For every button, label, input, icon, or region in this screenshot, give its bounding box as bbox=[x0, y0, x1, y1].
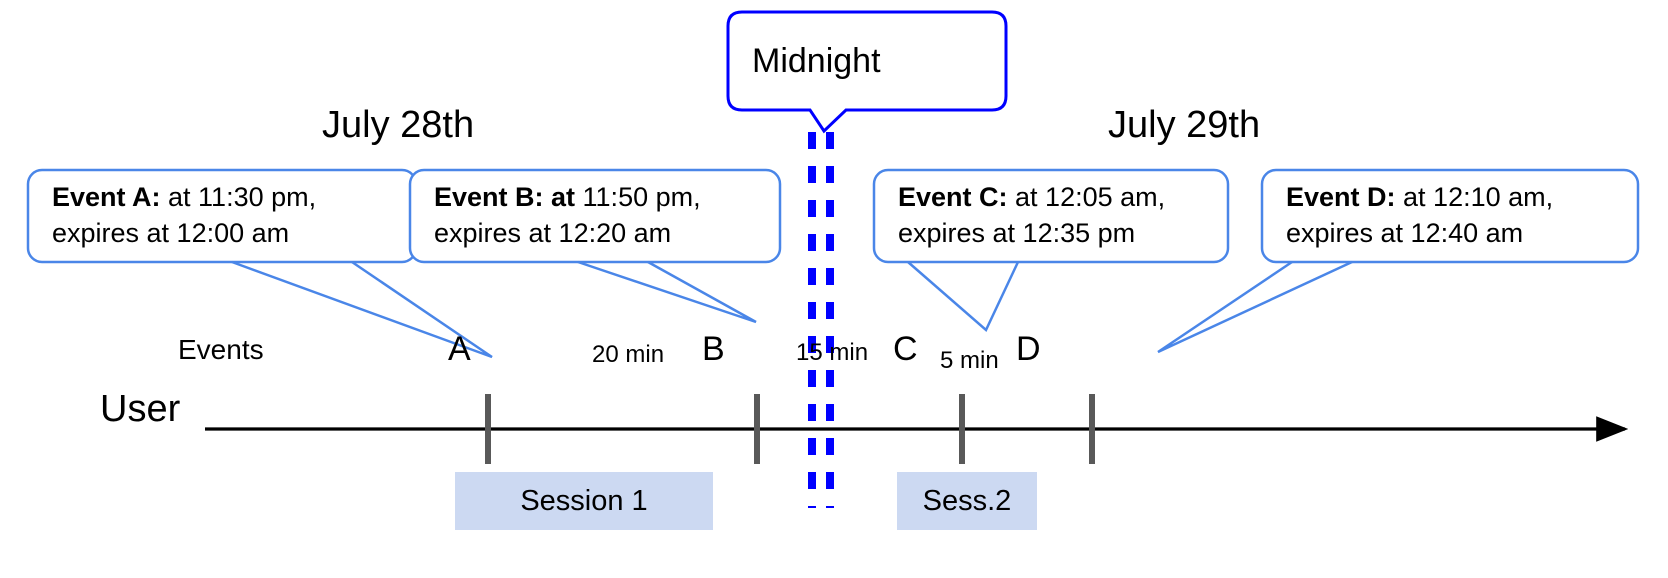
event-b-callout-text: Event B: at 11:50 pm, expires at 12:20 a… bbox=[434, 180, 701, 251]
session-1-label: Session 1 bbox=[520, 484, 648, 517]
event-c-bold-label: Event C: bbox=[898, 182, 1008, 212]
event-d-leader-line bbox=[1157, 260, 1353, 354]
event-d-line1-rest: at 12:10 am, bbox=[1395, 182, 1554, 212]
event-b-line1-rest: 11:50 pm, bbox=[575, 182, 701, 212]
midnight-callout-shape bbox=[726, 10, 1008, 134]
event-a-line1-rest: at 11:30 pm, bbox=[160, 182, 317, 212]
event-b-bold-label: Event B: at bbox=[434, 182, 576, 212]
event-b-line2: expires at 12:20 am bbox=[434, 217, 672, 248]
session-2-label: Sess.2 bbox=[922, 484, 1012, 517]
event-a-callout-text: Event A: at 11:30 pm, expires at 12:00 a… bbox=[52, 180, 316, 251]
interval-label-a-b: 20 min bbox=[592, 341, 665, 368]
event-a-leader-line bbox=[231, 260, 493, 359]
user-row-label: User bbox=[100, 388, 181, 430]
event-d-callout-text: Event D: at 12:10 am, expires at 12:40 a… bbox=[1286, 180, 1553, 251]
date-label-july-28: July 28th bbox=[322, 104, 475, 146]
event-b-callout-shape bbox=[408, 168, 782, 264]
tick-label-b: B bbox=[702, 330, 725, 368]
event-c-leader-line bbox=[907, 261, 1020, 333]
event-c-line1-rest: at 12:05 am, bbox=[1007, 182, 1166, 212]
tick-label-d: D bbox=[1016, 330, 1041, 368]
interval-label-c-d: 5 min bbox=[940, 347, 999, 374]
interval-label-b-c: 15 min bbox=[796, 339, 869, 366]
date-label-july-29: July 29th bbox=[1108, 104, 1261, 146]
event-d-line2: expires at 12:40 am bbox=[1286, 217, 1524, 248]
midnight-label: Midnight bbox=[752, 42, 881, 80]
event-b-leader-line bbox=[577, 260, 757, 324]
event-d-bold-label: Event D: bbox=[1286, 182, 1396, 212]
event-c-callout-text: Event C: at 12:05 am, expires at 12:35 p… bbox=[898, 180, 1165, 251]
session-box-1: Session 1 bbox=[455, 472, 713, 530]
event-a-line2: expires at 12:00 am bbox=[52, 217, 290, 248]
event-c-line2: expires at 12:35 pm bbox=[898, 217, 1136, 248]
event-c-callout-shape bbox=[872, 168, 1230, 264]
event-a-bold-label: Event A: bbox=[52, 182, 161, 212]
tick-label-c: C bbox=[893, 330, 918, 368]
events-row-label: Events bbox=[178, 334, 264, 365]
tick-label-a: A bbox=[448, 330, 471, 368]
event-d-callout-shape bbox=[1260, 168, 1640, 264]
session-box-2: Sess.2 bbox=[897, 472, 1037, 530]
